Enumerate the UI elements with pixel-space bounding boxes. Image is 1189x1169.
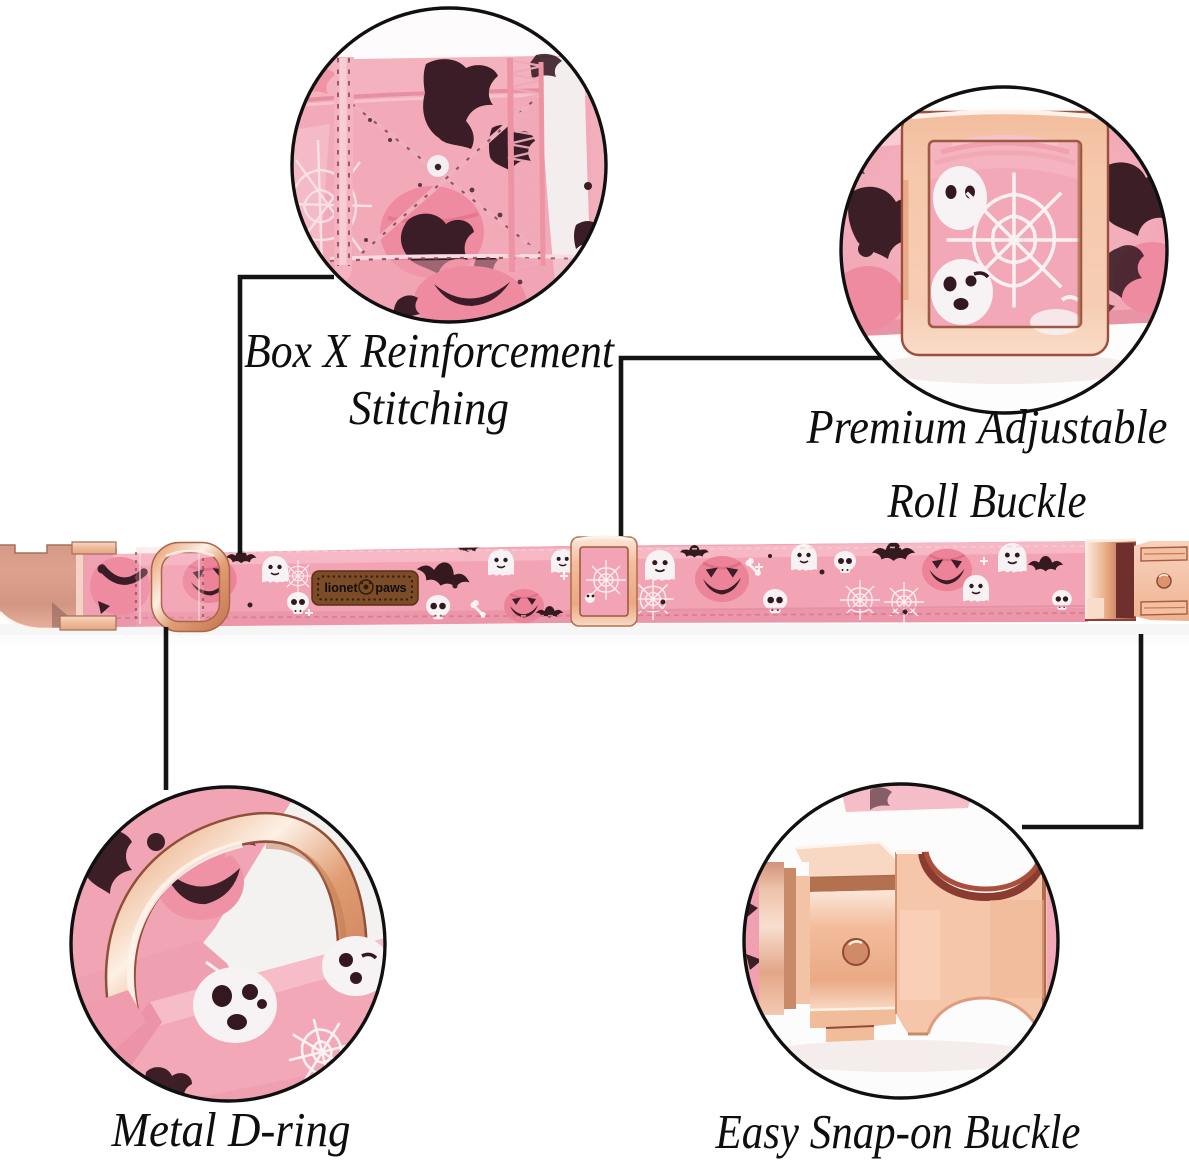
svg-text:Stitching: Stitching (349, 380, 509, 435)
svg-text:Easy Snap-on Buckle: Easy Snap-on Buckle (715, 1104, 1081, 1159)
svg-text:paws: paws (375, 581, 406, 595)
svg-text:Metal D-ring: Metal D-ring (111, 1102, 351, 1157)
svg-text:Box X Reinforcement: Box X Reinforcement (244, 323, 615, 378)
svg-text:lionet: lionet (324, 581, 358, 595)
svg-text:Roll Buckle: Roll Buckle (887, 473, 1087, 528)
svg-text:Premium Adjustable: Premium Adjustable (806, 399, 1168, 454)
